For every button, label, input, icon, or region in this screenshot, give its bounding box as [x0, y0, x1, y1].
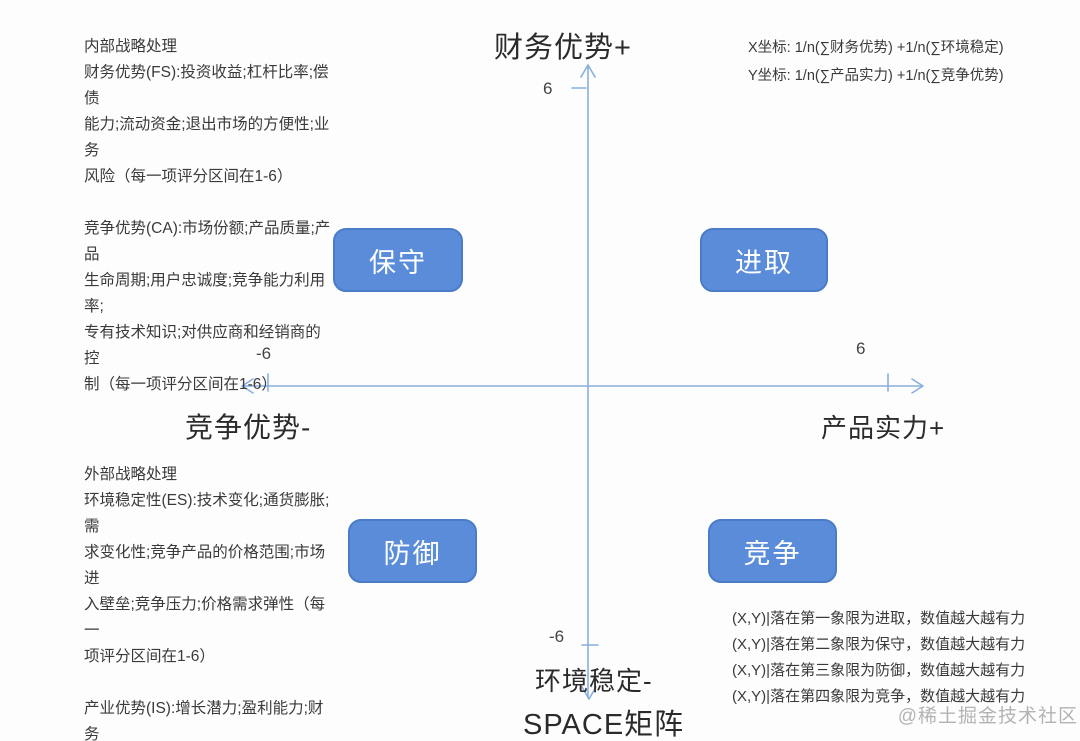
axis-label-environment-stability: 环境稳定-: [535, 666, 653, 696]
internal-strategy-notes: 内部战略处理 财务优势(FS):投资收益;杠杆比率;偿债 能力;流动资金;退出市…: [84, 38, 331, 393]
quadrant-node-aggressive: 进取: [700, 228, 828, 292]
tick-label-top-6: 6: [543, 79, 553, 98]
quadrant-node-defensive: 防御: [348, 519, 477, 583]
axis-label-financial-strength: 财务优势+: [494, 32, 632, 64]
external-strategy-notes: 外部战略处理 环境稳定性(ES):技术变化;通货膨胀;需 求变化性;竞争产品的价…: [84, 466, 330, 741]
quadrant-node-competitive: 竞争: [708, 519, 837, 583]
tick-label-right-6: 6: [856, 339, 866, 358]
quadrant-rules-notes: (X,Y)|落在第一象限为进取，数值越大越有力 (X,Y)|落在第二象限为保守，…: [732, 610, 1026, 705]
coordinate-formulas: X坐标: 1/n(∑财务优势) +1/n(∑环境稳定) Y坐标: 1/n(∑产品…: [748, 40, 1004, 84]
axis-label-product-strength: 产品实力+: [821, 413, 946, 443]
tick-label-left-minus6: -6: [256, 344, 272, 363]
tick-label-bottom-minus6: -6: [549, 627, 565, 646]
watermark: @稀土掘金技术社区: [897, 706, 1078, 727]
x-axis-right-arrow-icon: [911, 378, 924, 394]
y-axis-up-arrow-icon: [580, 64, 596, 78]
axis-label-competitive-advantage: 竞争优势-: [185, 412, 312, 443]
quadrant-node-conservative: 保守: [333, 228, 463, 292]
diagram-title: SPACE矩阵: [523, 709, 685, 741]
